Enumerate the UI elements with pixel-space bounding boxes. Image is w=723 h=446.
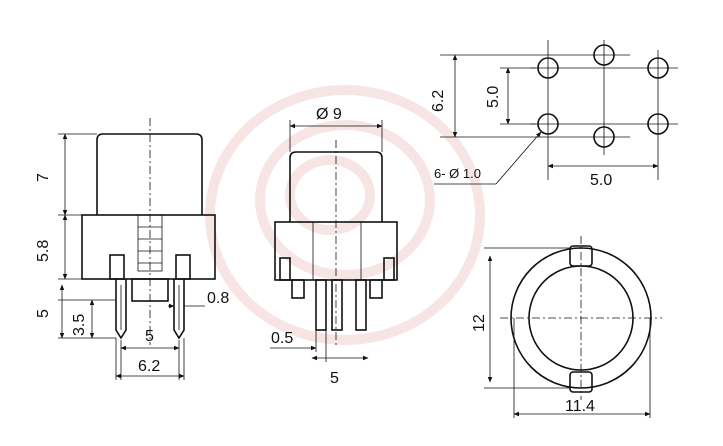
top-outline-view: 12 11.4	[471, 236, 662, 418]
side-view	[274, 140, 398, 345]
dim-pin-thickness: 0.8	[207, 290, 229, 307]
dim-pin-offset: 3.5	[71, 314, 88, 336]
dim-outline-height: 12	[471, 314, 488, 332]
dim-pin-total: 5	[35, 309, 52, 318]
dim-body-height: 5.8	[35, 240, 52, 262]
watermark-logo	[205, 85, 485, 345]
dim-pin-spacing: 5	[145, 328, 154, 345]
front-dimensions: 7 5.8 5 3.5 0.8 5 6.2	[35, 133, 229, 380]
side-dimensions: Ø 9 0.5 5	[270, 106, 383, 387]
dim-outline-width: 11.4	[565, 398, 595, 415]
dim-pin-outer: 6.2	[138, 358, 160, 375]
hole-pattern-view: 6.2 5.0 5.0 6- Ø 1.0	[430, 40, 678, 189]
dim-hole-callout: 6- Ø 1.0	[434, 166, 481, 181]
dim-cap-height: 7	[35, 173, 52, 182]
dim-hole-horizontal: 5.0	[590, 172, 612, 189]
dim-hole-vertical: 6.2	[430, 90, 447, 112]
dim-pin-pitch-side: 5	[330, 370, 339, 387]
dim-pin-width: 0.5	[271, 330, 293, 347]
front-view	[81, 118, 216, 345]
dim-cap-diameter: Ø 9	[316, 106, 342, 123]
dim-hole-inner-vertical: 5.0	[485, 86, 502, 108]
